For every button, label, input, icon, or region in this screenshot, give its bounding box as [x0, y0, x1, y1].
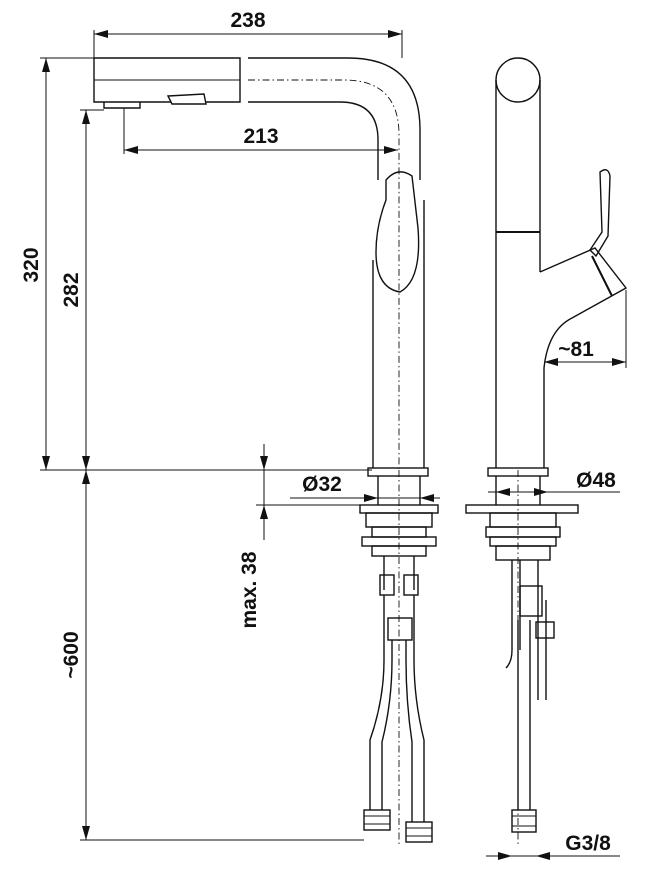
label-max-thickness: max. 38	[238, 551, 261, 628]
label-handle-reach: ~81	[558, 338, 594, 361]
label-hose-length: ~600	[60, 631, 83, 678]
label-width-total: 238	[230, 9, 265, 32]
side-view	[465, 57, 628, 845]
label-thread: G3/8	[565, 832, 611, 855]
label-diameter-base: Ø32	[302, 473, 342, 496]
label-width-spout: 213	[243, 125, 278, 148]
dimension-lines	[40, 30, 627, 860]
label-height-spout: 282	[60, 272, 83, 307]
front-view	[93, 57, 439, 845]
label-diameter-plate: Ø48	[576, 469, 616, 492]
label-height-total: 320	[20, 247, 43, 282]
